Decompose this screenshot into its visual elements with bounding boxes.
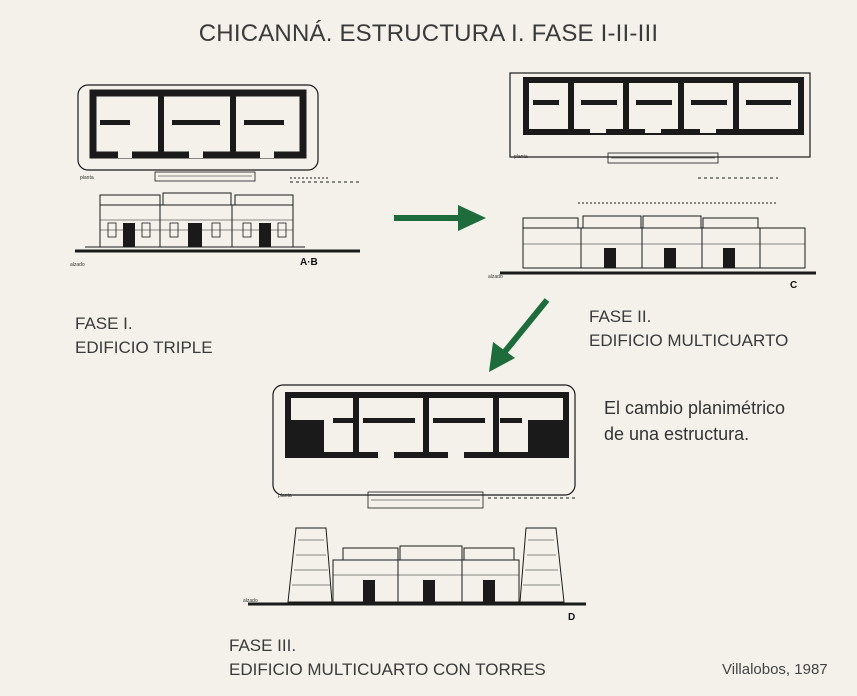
phase1-caption-line1: FASE I. [75,314,133,333]
plan-walls [89,89,307,159]
svg-text:planta: planta [514,154,528,160]
phase1-caption-line2: EDIFICIO TRIPLE [75,338,213,357]
phase3-drawing-label: D [568,612,575,623]
svg-text:alzado: alzado [70,262,85,268]
annotation-note: El cambio planimétrico de una estructura… [604,395,785,447]
annotation-line2: de una estructura. [604,424,750,444]
phase1-drawing-label: A·B [300,257,318,268]
phase3-caption-line1: FASE III. [229,636,297,655]
towers [287,527,565,603]
page-title: CHICANNÁ. ESTRUCTURA I. FASE I-II-III [198,20,659,47]
elevation [522,215,806,269]
phase1-caption: FASE I. EDIFICIO TRIPLE [75,312,213,360]
phase2-caption-line2: EDIFICIO MULTICUARTO [589,331,789,350]
phase1-drawing: planta alzado A·B [70,84,360,268]
svg-text:planta: planta [80,175,94,181]
phase3-drawing: planta alzado D [243,384,586,623]
arrow-right-icon [394,205,486,231]
phase2-caption: FASE II. EDIFICIO MULTICUARTO [589,305,788,353]
svg-text:planta: planta [278,493,292,499]
phase2-drawing: planta alzado C [488,72,816,291]
source-credit: Villalobos, 1987 [722,661,828,678]
svg-text:alzado: alzado [488,274,503,280]
annotation-line1: El cambio planimétrico [604,398,786,418]
phase2-caption-line1: FASE II. [589,307,652,326]
phase3-caption-line2: EDIFICIO MULTICUARTO CON TORRES [229,660,546,679]
phase2-drawing-label: C [790,280,797,291]
svg-text:alzado: alzado [243,598,258,604]
phase3-caption: FASE III. EDIFICIO MULTICUARTO CON TORRE… [229,634,546,682]
arrow-down-left-icon [489,298,550,372]
